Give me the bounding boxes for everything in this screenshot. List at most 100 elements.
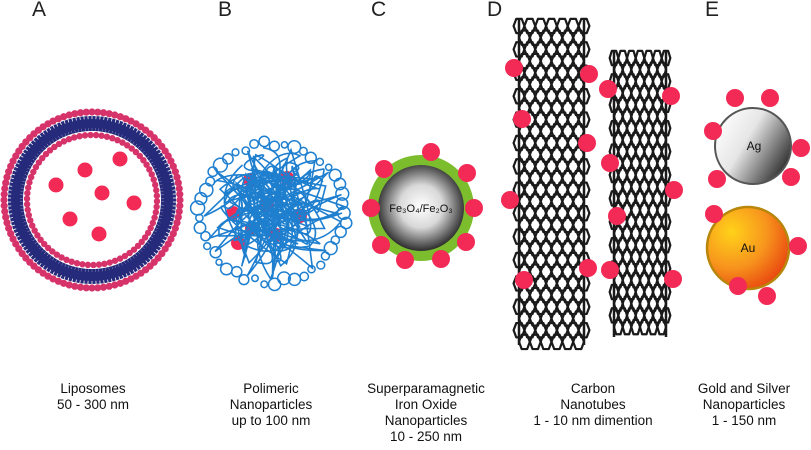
hexagon-cell — [550, 333, 564, 351]
lipid-head — [60, 113, 68, 121]
silver-label: Ag — [747, 139, 762, 153]
lipid-head — [173, 173, 181, 181]
lipid-head — [92, 131, 100, 139]
lipid-head — [132, 148, 140, 156]
polymer-loop — [221, 152, 234, 165]
lipid-head — [152, 181, 159, 189]
polymer-chain — [218, 159, 330, 237]
caption-line: Gold and Silver — [697, 381, 791, 396]
lipid-head — [29, 222, 36, 229]
lipid-head — [44, 244, 52, 252]
caption-line: Iron Oxide — [394, 397, 458, 412]
drug-molecule-dot — [579, 259, 597, 277]
caption-line: Liposomes — [60, 381, 126, 396]
drug-molecule-dot — [729, 277, 747, 295]
lipid-head — [175, 184, 183, 193]
drug-molecule-dot — [362, 199, 380, 217]
lipid-head — [0, 202, 8, 210]
caption-line: Nanoparticles — [384, 413, 468, 428]
bilayer-core — [11, 119, 173, 281]
lipid-head — [2, 213, 10, 221]
drug-molecule-dot — [48, 177, 64, 193]
lipid-head — [71, 110, 79, 118]
caption-iron-oxide: Superparamagnetic Iron Oxide Nanoparticl… — [356, 381, 496, 445]
lipid-head — [101, 260, 108, 268]
caption-line: up to 100 nm — [231, 413, 311, 428]
lipid-head — [53, 251, 61, 258]
lipid-head — [111, 257, 119, 264]
lipid-head — [81, 132, 89, 139]
polymer-loop — [205, 176, 216, 187]
polymer-loop — [251, 274, 259, 283]
panel-letter-b: B — [218, 0, 233, 21]
drug-molecule-dot — [91, 226, 107, 242]
drug-molecule-dot — [515, 271, 533, 289]
drug-molecule-dot — [578, 134, 596, 152]
lipid-head — [71, 282, 79, 290]
polymer-loop — [241, 146, 251, 156]
polymer-loop — [287, 139, 302, 155]
panel-letter-d: D — [487, 0, 503, 21]
lipid-head — [39, 154, 46, 162]
panel-letter-a: A — [32, 0, 47, 21]
lipid-head — [82, 108, 90, 116]
lipid-head — [24, 189, 31, 197]
lipid-head — [111, 111, 119, 119]
polymer-loop — [189, 200, 206, 216]
lipid-head — [46, 147, 54, 154]
lipid-head — [99, 283, 108, 291]
polymer-loop — [231, 148, 240, 157]
lipid-head — [144, 229, 152, 237]
gold-nanoparticle — [705, 205, 791, 291]
polymer-loop — [193, 221, 207, 235]
hexagon-cell — [528, 333, 542, 351]
polymer-loop — [202, 241, 212, 251]
lipid-head — [109, 135, 116, 142]
drug-molecule-dot — [112, 151, 128, 167]
lipid-head — [27, 173, 35, 181]
polymer-loop — [260, 280, 269, 289]
lipid-head — [103, 133, 111, 140]
lipid-head — [63, 256, 70, 264]
drug-molecule-dot — [94, 185, 110, 201]
polymer-loop — [323, 241, 338, 256]
lipid-head — [105, 282, 113, 290]
polymer-loop — [304, 151, 318, 165]
caption-line: Nanotubes — [560, 397, 626, 412]
lipid-head — [151, 214, 158, 221]
lipid-head — [30, 168, 37, 176]
lipid-head — [105, 110, 113, 118]
polymer-loop — [335, 197, 349, 211]
caption-line: 1 - 10 nm dimention — [533, 413, 653, 428]
hexagon-cell — [647, 318, 659, 336]
lipid-head — [76, 283, 85, 291]
drug-molecule-dot — [422, 143, 440, 161]
lipid-head — [0, 196, 8, 204]
polymer-loop — [299, 271, 310, 282]
lipid-head — [173, 219, 181, 227]
lipid-head — [134, 242, 142, 250]
caption-line: 10 - 250 nm — [389, 429, 463, 444]
lipid-head — [49, 248, 56, 255]
lipid-head — [24, 206, 31, 213]
drug-molecule-dot — [601, 154, 619, 172]
caption-line: Superparamagnetic — [367, 381, 485, 396]
lipid-head — [149, 219, 157, 227]
lipid-head — [119, 139, 126, 146]
lipid-head — [23, 195, 31, 202]
lipid-head — [94, 108, 102, 116]
lipid-head — [27, 217, 34, 224]
liposome-drug-molecules — [48, 151, 142, 242]
iron-oxide-core — [378, 165, 464, 251]
hexagon-cell — [621, 318, 633, 336]
lipid-head — [99, 109, 108, 117]
lipid-head — [106, 259, 113, 266]
polymer-loop — [268, 140, 281, 152]
drug-molecule-dot — [704, 122, 722, 140]
lipid-head — [60, 138, 68, 145]
iron-oxide-label: Fe₃O₄/Fe₂O₃ — [389, 203, 453, 215]
lipid-head — [32, 163, 40, 171]
drug-molecule-dot — [501, 191, 519, 209]
polymer-chain — [214, 152, 339, 281]
drug-molecule-dot — [782, 168, 800, 186]
